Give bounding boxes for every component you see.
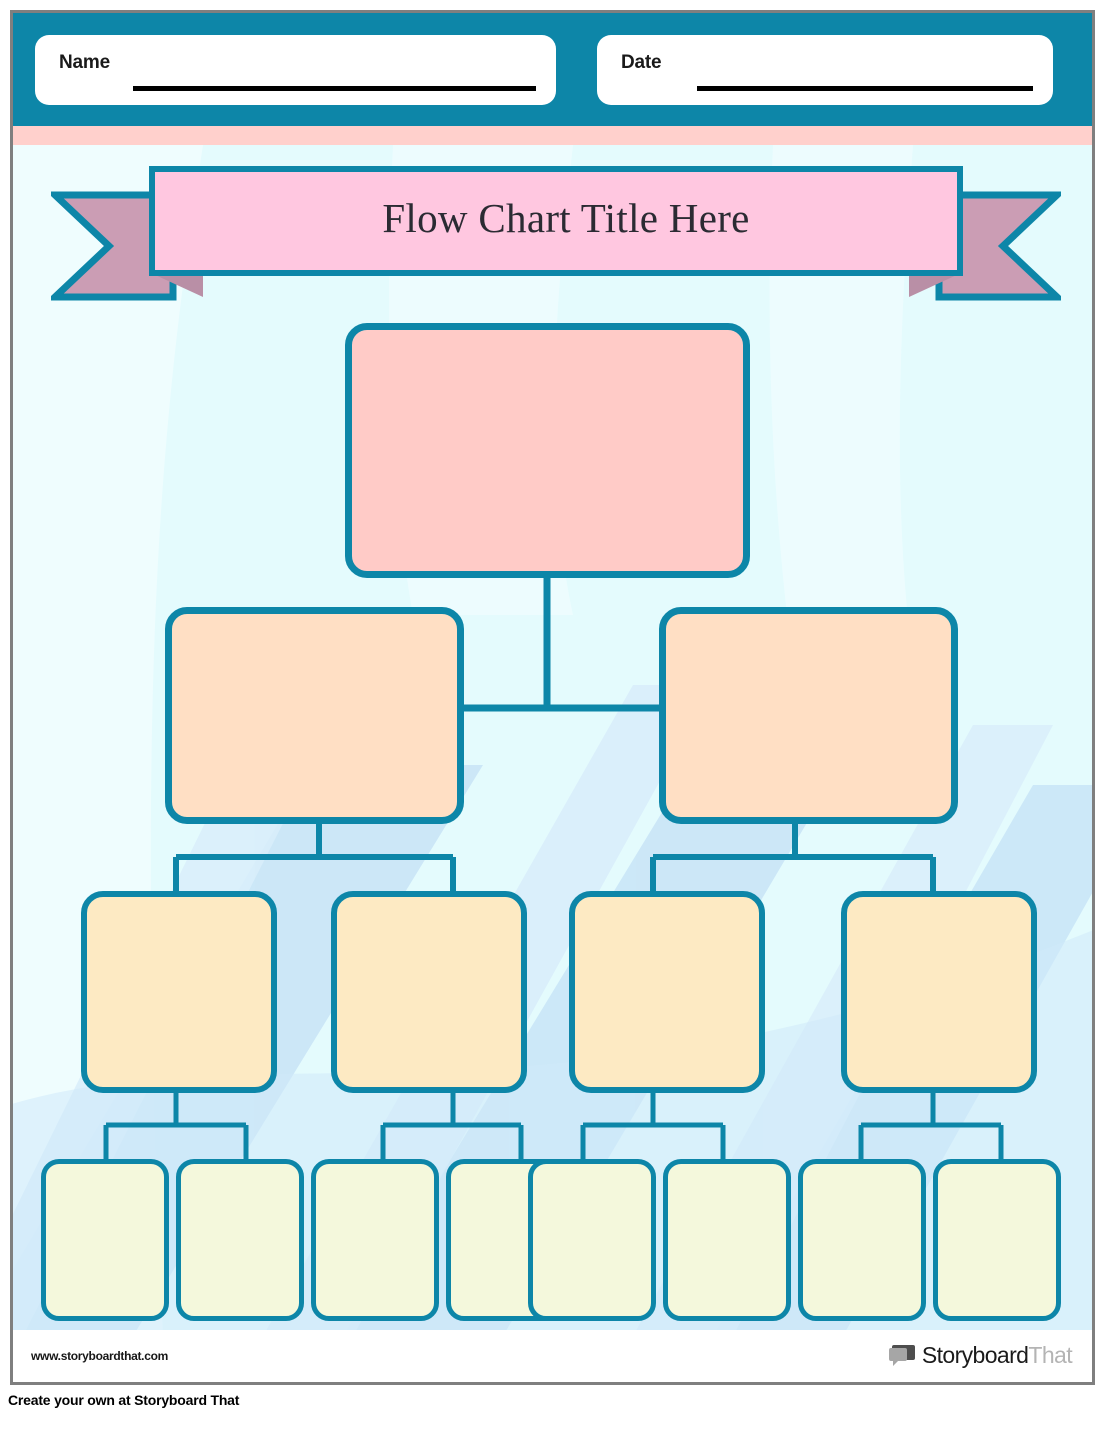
speech-bubble-icon — [888, 1344, 915, 1366]
flow-node-level1-1[interactable] — [345, 323, 750, 578]
date-field-label: Date — [621, 52, 662, 73]
flow-node-level4-3[interactable] — [311, 1159, 439, 1321]
flow-node-level4-2[interactable] — [176, 1159, 304, 1321]
flow-node-level3-1[interactable] — [81, 891, 277, 1093]
flow-node-level4-8[interactable] — [933, 1159, 1061, 1321]
worksheet-body: Flow Chart Title Here — [13, 145, 1092, 1330]
storyboardthat-logo[interactable]: StoryboardThat — [888, 1342, 1073, 1369]
date-field[interactable]: Date — [597, 35, 1053, 105]
footer-website-url[interactable]: www.storyboardthat.com — [31, 1349, 168, 1363]
page-footer: www.storyboardthat.com StoryboardThat — [13, 1330, 1092, 1382]
worksheet-page: Name Date — [10, 10, 1095, 1385]
ribbon-left-fold — [151, 273, 203, 297]
flow-node-level3-4[interactable] — [841, 891, 1037, 1093]
flow-chart-diagram — [13, 145, 1092, 1330]
ribbon-right-fold — [909, 273, 961, 297]
flow-node-level4-1[interactable] — [41, 1159, 169, 1321]
logo-primary-text: Storyboard — [921, 1342, 1029, 1368]
flow-node-level2-1[interactable] — [165, 607, 464, 824]
header-band: Name Date — [13, 13, 1092, 126]
flow-node-level4-6[interactable] — [663, 1159, 791, 1321]
logo-wordmark: StoryboardThat — [921, 1342, 1073, 1369]
accent-strip — [13, 126, 1092, 145]
flow-node-level4-5[interactable] — [528, 1159, 656, 1321]
flow-node-level3-3[interactable] — [569, 891, 765, 1093]
name-write-in-line[interactable] — [133, 86, 536, 91]
date-write-in-line[interactable] — [697, 86, 1033, 91]
logo-secondary-text: That — [1028, 1342, 1072, 1368]
flow-node-level2-2[interactable] — [659, 607, 958, 824]
name-field[interactable]: Name — [35, 35, 556, 105]
ribbon-center-panel — [149, 166, 963, 276]
name-field-label: Name — [59, 52, 110, 73]
flow-node-level4-7[interactable] — [798, 1159, 926, 1321]
attribution-text: Create your own at Storyboard That — [8, 1392, 240, 1408]
flow-node-level3-2[interactable] — [331, 891, 527, 1093]
